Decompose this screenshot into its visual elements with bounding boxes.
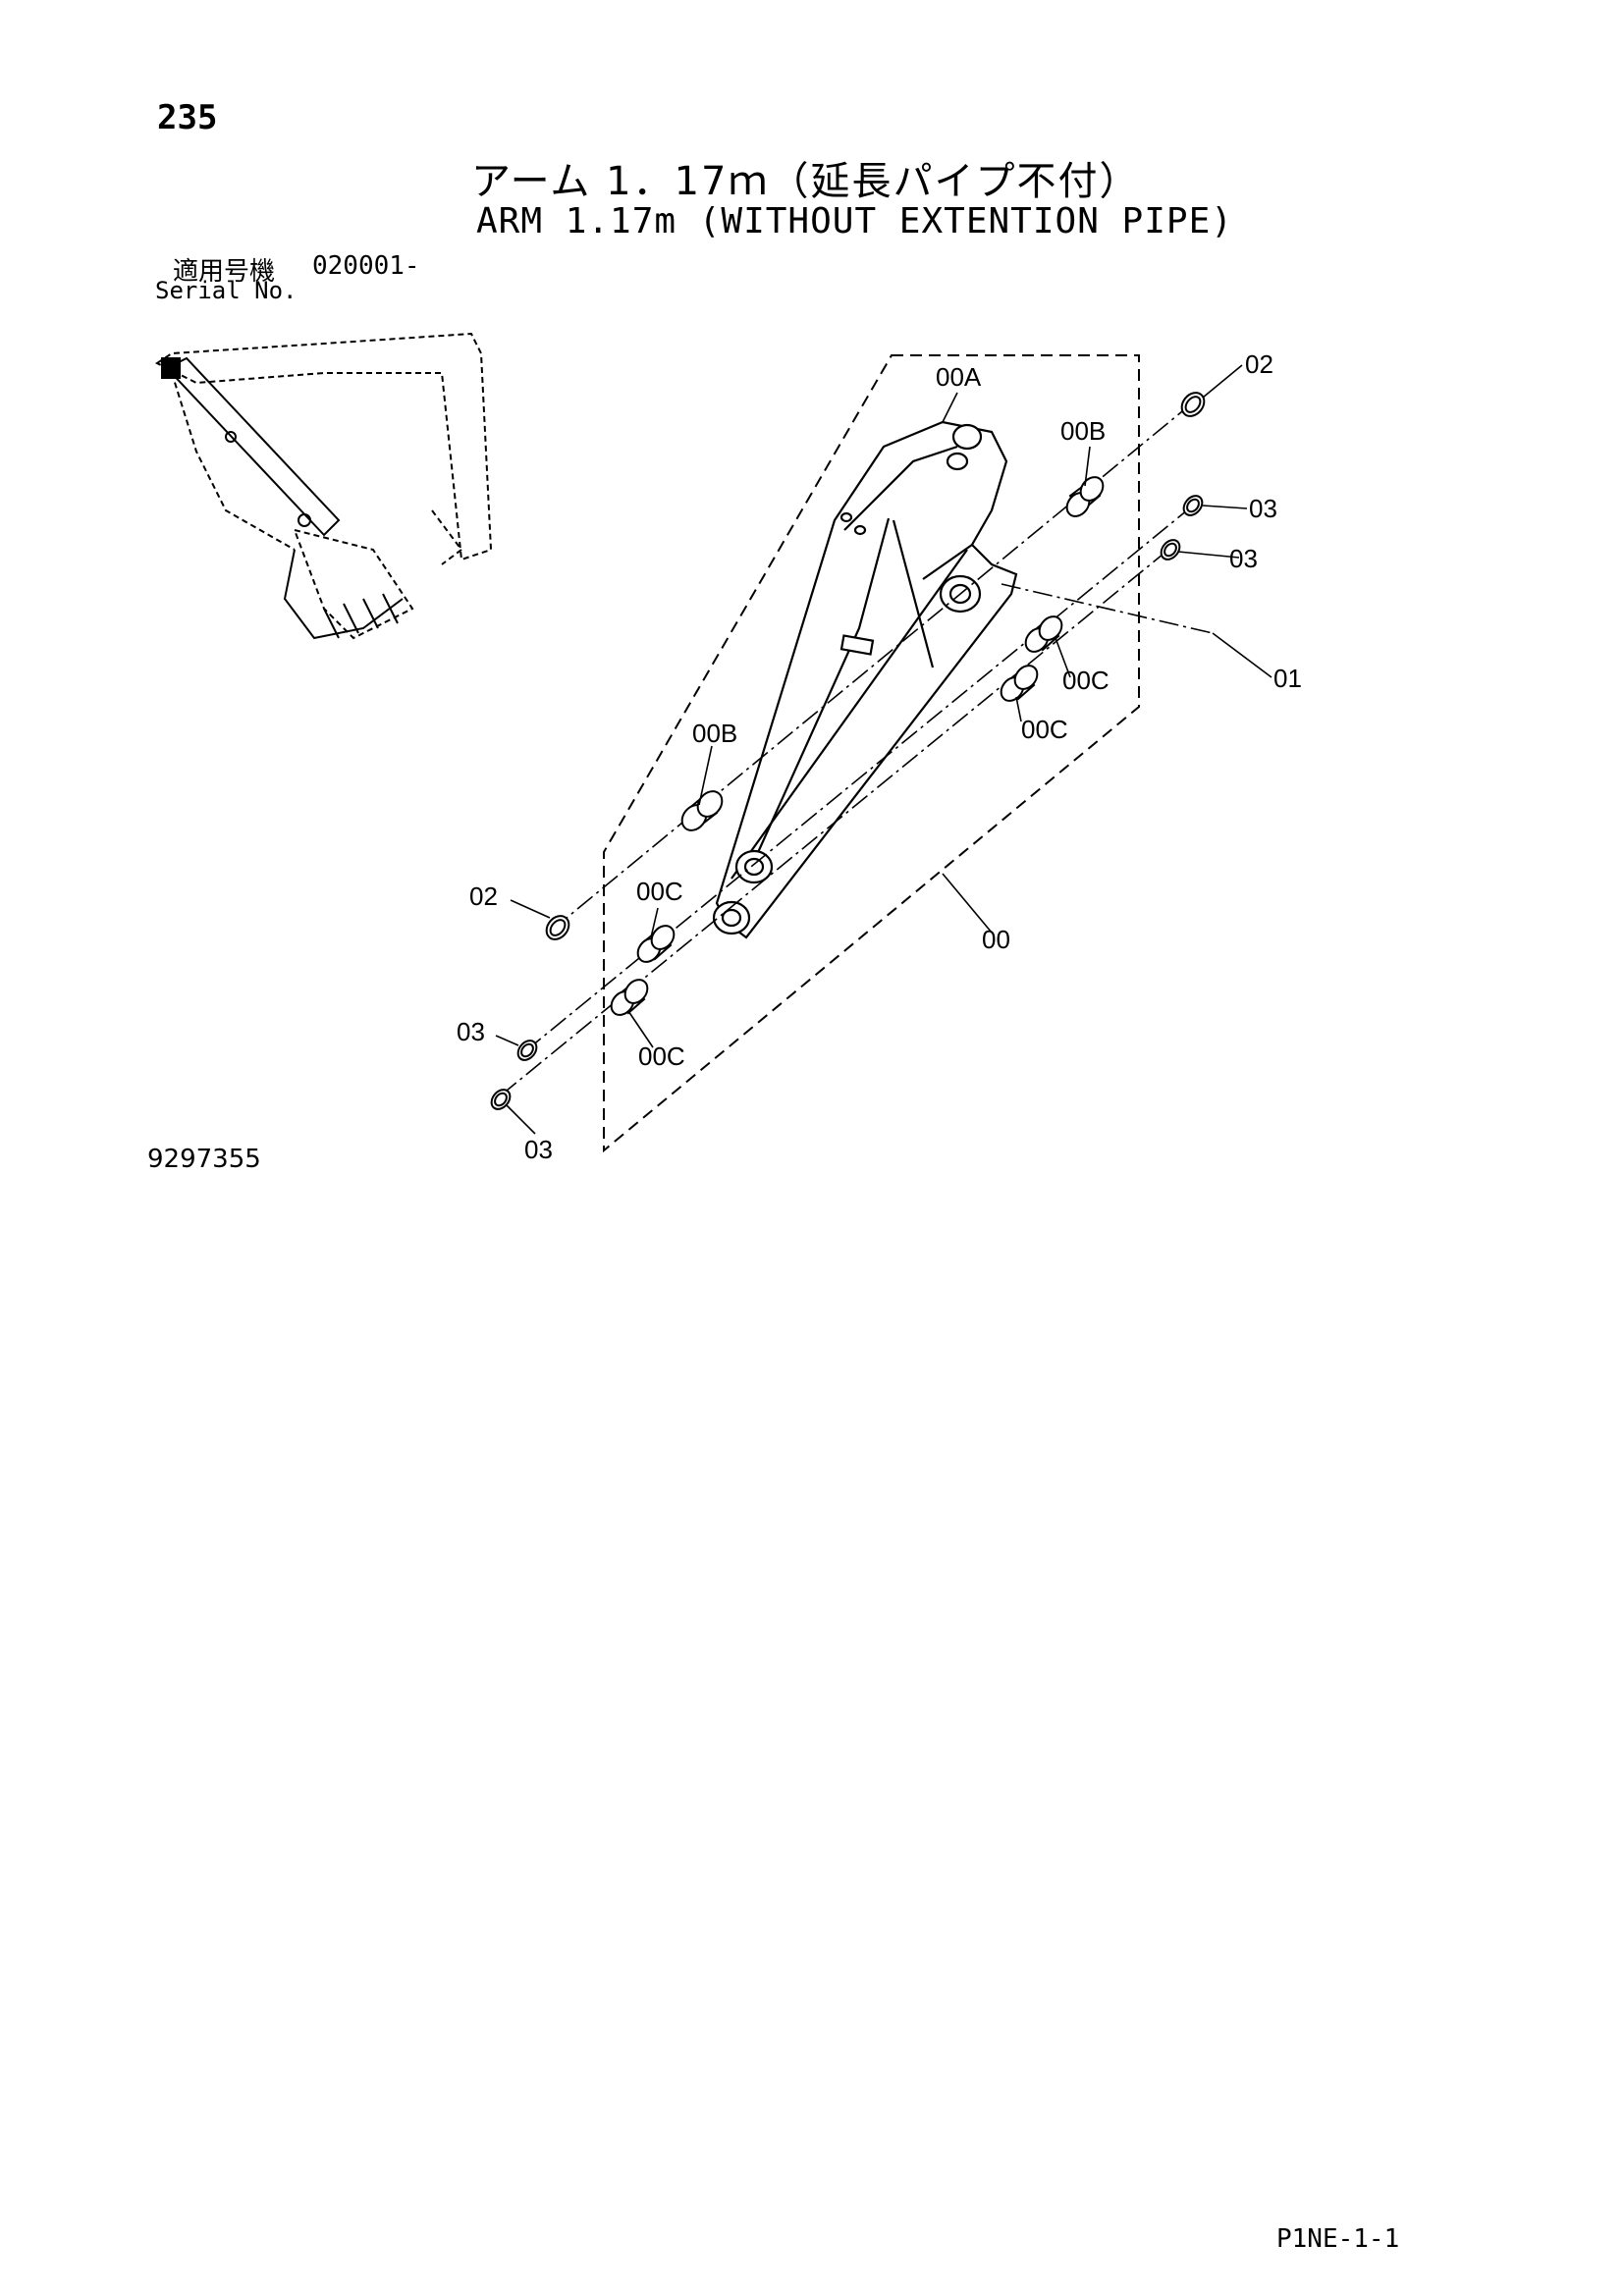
ring-03-right-b (1160, 539, 1181, 561)
callout-label: 03 (1229, 544, 1258, 573)
leader-lines (495, 364, 1272, 1135)
machine-overview-thumbnail (155, 332, 493, 640)
callout-label: 02 (469, 881, 498, 911)
figure-number: 9297355 (147, 1145, 261, 1174)
bushing-00C-right-a (1024, 615, 1063, 653)
bushing-00B-top (1065, 476, 1105, 517)
serial-label-english: Serial No. (155, 277, 298, 304)
serial-value: 020001- (312, 251, 420, 281)
serial-label-japanese: 適用号機 (173, 257, 276, 287)
callout-label: 00C (1021, 715, 1068, 744)
callout-label: 01 (1273, 664, 1302, 693)
callout-label: 03 (457, 1017, 485, 1046)
callout-labels: 02 00A 00B 03 03 01 00C 00C 00B 02 00C 0… (457, 349, 1302, 1164)
callout-label: 02 (1245, 349, 1273, 379)
callout-label: 00C (636, 877, 683, 906)
bushing-00C-left-a (636, 925, 676, 963)
bushing-00C-right-b (1000, 665, 1039, 702)
ring-03-left-a (516, 1040, 538, 1061)
callout-label: 00C (1062, 666, 1110, 695)
ring-02-top (1180, 392, 1206, 417)
ring-02-left (545, 915, 570, 940)
arm-body (712, 420, 1018, 939)
callout-label: 00A (936, 362, 982, 392)
callout-label: 03 (524, 1135, 553, 1164)
page-number: 235 (157, 98, 218, 137)
title-japanese: アーム 1．17ｍ（延長パイプ不付） (471, 159, 1141, 204)
callout-label: 03 (1249, 494, 1277, 523)
parts (490, 392, 1206, 1110)
page-code: P1NE-1-1 (1276, 2224, 1400, 2254)
ring-03-right-a (1182, 495, 1204, 516)
callout-label: 00B (692, 719, 737, 748)
assembly-boundary (603, 354, 1140, 1153)
title-english: ARM 1.17m (WITHOUT EXTENTION PIPE) (476, 201, 1233, 241)
callout-label: 00B (1060, 416, 1106, 446)
callout-label: 00C (638, 1041, 685, 1071)
callout-label: 00 (982, 925, 1010, 954)
bushing-00B-left (680, 790, 724, 831)
bushing-00C-left-b (610, 979, 649, 1016)
